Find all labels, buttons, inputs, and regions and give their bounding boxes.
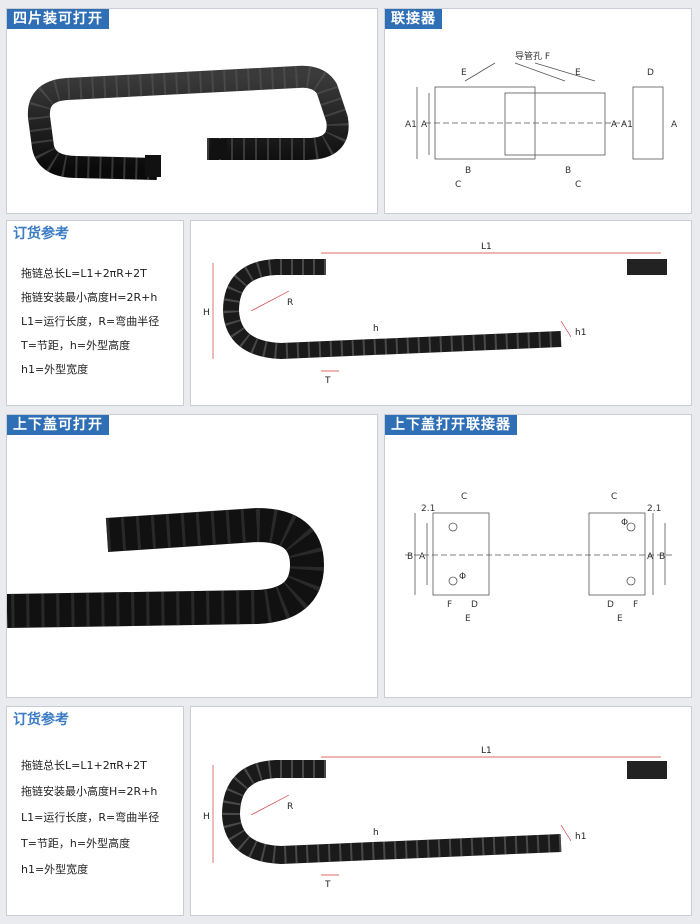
formula-l1-2: L1=运行长度，R=弯曲半径	[21, 811, 160, 824]
tb-dim-c-left: C	[461, 492, 467, 502]
tb-dim-d-right: D	[607, 600, 614, 610]
dim-d: D	[647, 68, 654, 78]
chain-dimension-diagram-2: L1 H R T h h1	[203, 746, 667, 890]
formula-t: T=节距，h=外型高度	[21, 339, 131, 352]
label-h1-2: h1	[575, 832, 586, 842]
label-l1-2: L1	[481, 746, 492, 756]
dim-a1: A1	[405, 120, 417, 130]
section-title-tb-connector: 上下盖打开联接器	[385, 415, 517, 435]
label-h-2: h	[373, 828, 379, 838]
formula-h1: h1=外型宽度	[21, 363, 89, 376]
dim-b-right: B	[565, 166, 571, 176]
tb-dim-f-right: F	[633, 600, 638, 610]
panel-split-open: 四片装可打开	[6, 8, 378, 214]
tb-dim-a-left: A	[419, 552, 426, 562]
dim-a-right: A	[611, 120, 618, 130]
chain-dimension-diagram: L1 H R T h h1	[203, 242, 667, 386]
tb-dim-d-left: D	[471, 600, 478, 610]
section-title-split-open: 四片装可打开	[7, 9, 109, 29]
panel-order-bottom: 订货参考 拖链总长L=L1+2πR+2T 拖链安装最小高度H=2R+h L1=运…	[6, 706, 184, 916]
label-h: h	[373, 324, 379, 334]
label-l1: L1	[481, 242, 492, 252]
formula-l1: L1=运行长度，R=弯曲半径	[21, 315, 160, 328]
hole-label: 导管孔 F	[515, 50, 550, 62]
label-r: R	[287, 298, 293, 308]
dim-a-side: A	[671, 120, 678, 130]
panel-chain-diagram-top: L1 H R T h h1	[190, 220, 692, 406]
label-h-total: H	[203, 308, 210, 318]
dim-a1-right: A1	[621, 120, 633, 130]
formula-total-length: 拖链总长L=L1+2πR+2T	[21, 267, 147, 280]
formula-h1-2: h1=外型宽度	[21, 863, 89, 876]
order-title: 订货参考	[13, 226, 69, 242]
dim-c-left: C	[455, 180, 461, 190]
dim-e-left: E	[461, 68, 467, 78]
tb-dim-21-right: 2.1	[647, 504, 661, 514]
panel-tb-connector: 上下盖打开联接器 C C B A A B 2.1 2.1 Φ Φ F D E D…	[384, 414, 692, 698]
tb-dim-b-left: B	[407, 552, 413, 562]
label-t-2: T	[324, 880, 331, 890]
section-title-top-bottom-open: 上下盖可打开	[7, 415, 109, 435]
label-h1: h1	[575, 328, 586, 338]
panel-connector: 联接器 导管孔 F A1 A E E D B C B C A A1 A	[384, 8, 692, 214]
panel-top-bottom-open: 上下盖可打开	[6, 414, 378, 698]
tb-dim-f-left: F	[447, 600, 452, 610]
tb-dim-c-right: C	[611, 492, 617, 502]
panel-chain-diagram-bottom: L1 H R T h h1	[190, 706, 692, 916]
formula-total-length-2: 拖链总长L=L1+2πR+2T	[21, 759, 147, 772]
panel-order-top: 订货参考 拖链总长L=L1+2πR+2T 拖链安装最小高度H=2R+h L1=运…	[6, 220, 184, 406]
tb-dim-phi-right: Φ	[621, 518, 628, 528]
formula-min-height-2: 拖链安装最小高度H=2R+h	[21, 785, 158, 798]
tb-dim-21-left: 2.1	[421, 504, 435, 514]
formula-t-2: T=节距，h=外型高度	[21, 837, 131, 850]
split-chain-photo	[27, 65, 349, 180]
formula-min-height: 拖链安装最小高度H=2R+h	[21, 291, 158, 304]
label-r-2: R	[287, 802, 293, 812]
label-t: T	[324, 376, 331, 386]
label-h-total-2: H	[203, 812, 210, 822]
tb-dim-e-left: E	[465, 614, 471, 624]
tb-dim-b-right: B	[659, 552, 665, 562]
tb-dim-a-right: A	[647, 552, 654, 562]
order-title-2: 订货参考	[13, 712, 69, 728]
dim-a: A	[421, 120, 428, 130]
section-title-connector: 联接器	[385, 9, 442, 29]
dim-b-left: B	[465, 166, 471, 176]
connector-drawing: 导管孔 F A1 A E E D B C B C A A1 A	[405, 50, 678, 190]
tb-dim-e-right: E	[617, 614, 623, 624]
tb-dim-phi-left: Φ	[459, 572, 466, 582]
dim-e-right: E	[575, 68, 581, 78]
dim-c-right: C	[575, 180, 581, 190]
tb-connector-drawing: C C B A A B 2.1 2.1 Φ Φ F D E D F E	[405, 492, 675, 624]
tb-chain-photo	[7, 507, 325, 628]
